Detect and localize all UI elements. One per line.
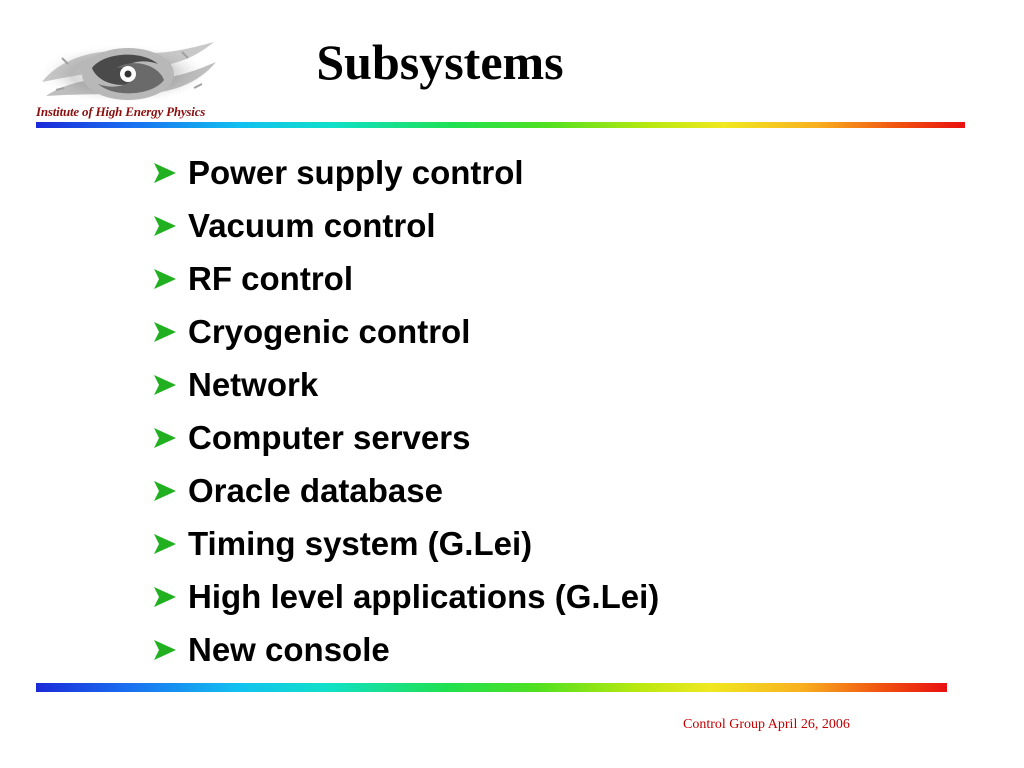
list-item: Oracle database bbox=[150, 464, 659, 517]
arrow-bullet-icon bbox=[154, 586, 176, 607]
ihep-emblem-icon bbox=[36, 42, 216, 104]
slide-title: Subsystems bbox=[316, 34, 564, 90]
list-item: Network bbox=[150, 358, 659, 411]
list-item: High level applications (G.Lei) bbox=[150, 570, 659, 623]
bullet-text: Timing system (G.Lei) bbox=[188, 524, 533, 562]
arrow-bullet-icon bbox=[154, 533, 176, 554]
logo-text: Institute of High Energy Physics bbox=[36, 104, 206, 119]
arrow-bullet-icon bbox=[154, 427, 176, 448]
list-item: Timing system (G.Lei) bbox=[150, 517, 659, 570]
bullet-text: Power supply control bbox=[188, 153, 524, 191]
list-item: Cryogenic control bbox=[150, 305, 659, 358]
arrow-bullet-icon bbox=[154, 268, 176, 289]
bullet-list: Power supply control Vacuum control RF c… bbox=[150, 146, 659, 676]
bottom-divider bbox=[36, 683, 947, 692]
bullet-text: RF control bbox=[188, 259, 353, 297]
bullet-text: New console bbox=[188, 630, 390, 668]
footer-text: Control Group April 26, 2006 bbox=[683, 717, 850, 732]
arrow-bullet-icon bbox=[154, 215, 176, 236]
arrow-bullet-icon bbox=[154, 374, 176, 395]
bullet-text: High level applications (G.Lei) bbox=[188, 577, 660, 615]
bullet-text: Cryogenic control bbox=[188, 312, 471, 350]
list-item: Power supply control bbox=[150, 146, 659, 199]
arrow-bullet-icon bbox=[154, 639, 176, 660]
bullet-text: Vacuum control bbox=[188, 206, 436, 244]
bullet-text: Computer servers bbox=[188, 418, 471, 456]
list-item: New console bbox=[150, 623, 659, 676]
institute-logo: Institute of High Energy Physics bbox=[32, 38, 222, 124]
list-item: RF control bbox=[150, 252, 659, 305]
bullet-text: Network bbox=[188, 365, 319, 403]
arrow-bullet-icon bbox=[154, 162, 176, 183]
list-item: Computer servers bbox=[150, 411, 659, 464]
bullet-text: Oracle database bbox=[188, 471, 443, 509]
arrow-bullet-icon bbox=[154, 480, 176, 501]
arrow-bullet-icon bbox=[154, 321, 176, 342]
list-item: Vacuum control bbox=[150, 199, 659, 252]
top-divider bbox=[36, 122, 965, 128]
